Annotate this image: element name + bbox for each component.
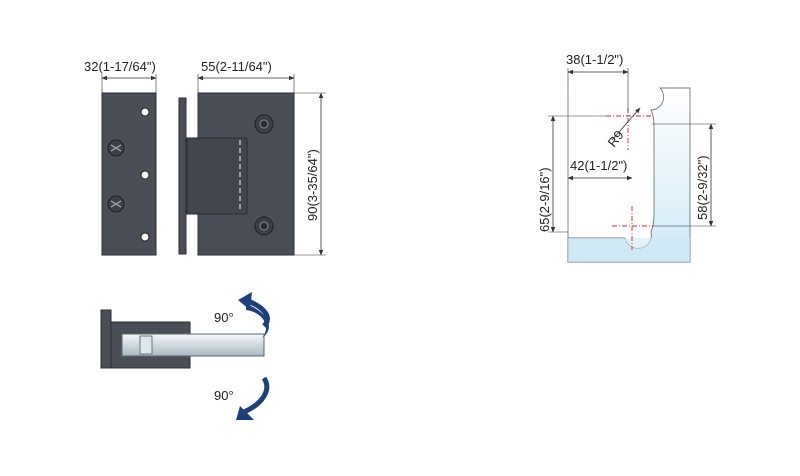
hinge-top-view: 90° 90° [100,292,270,420]
dim-hole-offset: 42(1-1/2") [570,158,627,173]
dim-glass-cut-width: 38(1-1/2") [566,52,623,67]
screw-icon [107,195,125,213]
dim-radius: R9 [605,128,627,150]
plate-hole [140,107,150,117]
bolt-icon [254,114,274,134]
wall-plate-side [100,309,112,369]
glass-cutout-view: R9 38(1-1/2") 42(1-1/2") 65(2-9/16") 58(… [537,52,716,263]
glass-panel-section [121,333,265,357]
angle-lower: 90° [214,388,234,403]
glass-panel-fill [567,87,691,263]
hinge-knuckle [178,97,187,255]
dim-left-plate-width: 32(1-17/64") [84,59,156,74]
dim-hinge-height: 90(3-35/64") [305,149,320,221]
hinge-front-view: 32(1-17/64") 55(2-11/64") 90(3-35/64") [84,59,326,256]
rotate-down-arrow-icon [242,376,270,415]
dim-right-plate-width: 55(2-11/64") [201,59,272,74]
plate-hole [140,170,150,180]
plate-hole [140,232,150,242]
dim-cut-height-left: 65(2-9/16") [537,167,552,232]
angle-upper: 90° [214,310,234,325]
screw-icon [107,139,125,157]
bolt-icon [254,216,274,236]
dim-cut-height-right: 58(2-9/32") [695,155,710,220]
